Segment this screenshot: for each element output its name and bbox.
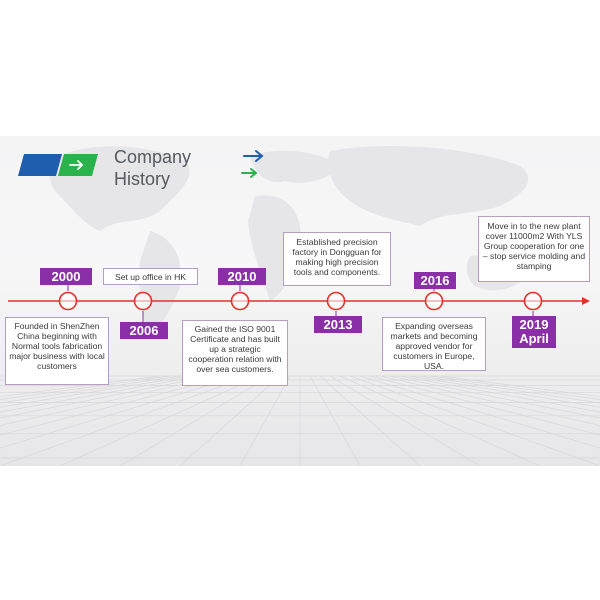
floor-grid-line <box>0 375 251 466</box>
milestone-text-2010: Gained the ISO 9001 Certificate and has … <box>182 320 288 386</box>
logo-blue-block-icon <box>18 154 62 176</box>
company-logo <box>18 154 98 176</box>
green-arrow-icon <box>241 168 258 178</box>
floor-grid-line <box>399 375 600 413</box>
milestone-text-2016: Expanding overseas markets and becoming … <box>382 317 486 371</box>
grid-floor <box>0 375 600 466</box>
floor-grid-line <box>59 375 261 466</box>
floor-grid-line <box>179 375 281 466</box>
floor-grid-line <box>369 375 600 436</box>
floor-grid-line <box>409 375 600 408</box>
page-title: Company History <box>114 146 191 190</box>
title-line-2: History <box>114 169 171 189</box>
floor-grid-line <box>349 375 600 466</box>
decorative-arrows-icon <box>241 150 264 178</box>
year-badge-2019-month: April <box>519 331 549 346</box>
floor-grid-line <box>0 375 181 404</box>
logo-arrow-icon <box>69 160 84 170</box>
floor-grid-line <box>0 375 171 400</box>
year-badge-2013: 2013 <box>314 316 362 333</box>
year-badge-2019-year: 2019 <box>519 317 549 332</box>
floor-grid-line <box>429 375 600 400</box>
milestone-text-2019: Move in to the new plant cover 11000m2 W… <box>478 216 590 282</box>
floor-grid-line <box>0 375 191 408</box>
floor-grid-line <box>0 375 161 397</box>
milestone-text-2006: Set up office in HK <box>103 268 198 285</box>
title-line-1: Company <box>114 147 192 167</box>
floor-grid-line <box>0 375 231 436</box>
floor-grid-line <box>419 375 600 404</box>
year-badge-2006: 2006 <box>120 322 168 339</box>
floor-grid-line <box>119 375 271 466</box>
floor-grid-line <box>0 375 241 449</box>
floor-grid-line <box>319 375 421 466</box>
floor-grid-line <box>309 375 361 466</box>
floor-grid-line <box>339 375 541 466</box>
floor-grid-line <box>329 375 481 466</box>
year-badge-2010: 2010 <box>218 268 266 285</box>
floor-grid-line <box>359 375 600 449</box>
floor-grid-line <box>389 375 600 419</box>
floor-grid-line <box>0 375 221 426</box>
year-badge-2016: 2016 <box>414 272 456 289</box>
floor-grid-line <box>239 375 291 466</box>
year-badge-2000: 2000 <box>40 268 92 285</box>
milestone-text-2000: Founded in ShenZhen China beginning with… <box>5 317 109 385</box>
milestone-text-2013: Established precision factory in Donggua… <box>283 232 391 286</box>
year-badge-2019: 2019 April <box>512 316 556 348</box>
floor-grid-line <box>379 375 600 426</box>
floor-grid-line <box>0 375 211 419</box>
floor-grid-line <box>439 375 600 397</box>
slide-background <box>0 136 600 466</box>
blue-arrow-icon <box>243 150 264 162</box>
floor-grid-line <box>0 375 201 413</box>
